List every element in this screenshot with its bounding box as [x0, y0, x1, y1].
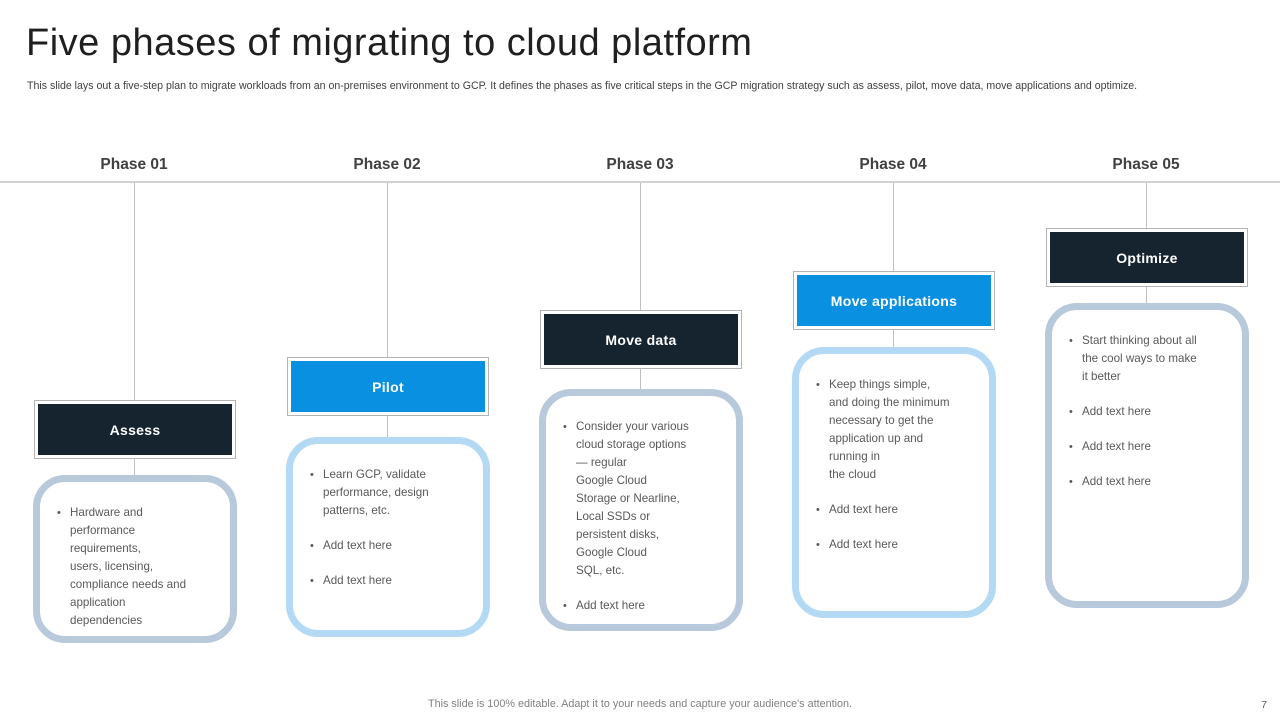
list-item: • Add text here [1065, 438, 1234, 456]
list-item: • Add text here [306, 537, 475, 555]
phase-01-title-box: Assess [34, 400, 236, 459]
phase-04-label: Phase 04 [859, 156, 927, 173]
bullet-icon: • [816, 379, 820, 391]
phase-03-connector [640, 183, 641, 389]
list-item: • Add text here [812, 501, 981, 519]
bullet-icon: • [57, 507, 61, 519]
bullet-icon: • [1069, 335, 1073, 347]
phase-01-title: Assess [38, 404, 232, 455]
bullet-icon: • [1069, 441, 1073, 453]
bullet-icon: • [563, 600, 567, 612]
phase-04-connector [893, 183, 894, 347]
slide-subtitle: This slide lays out a five-step plan to … [27, 80, 1138, 92]
phase-02-label: Phase 02 [353, 156, 421, 173]
bullet-icon: • [310, 540, 314, 552]
list-item: • Add text here [306, 572, 475, 590]
bullet-icon: • [310, 575, 314, 587]
bullet-icon: • [1069, 476, 1073, 488]
bullet-icon: • [310, 469, 314, 481]
bullet-icon: • [563, 421, 567, 433]
footer-note: This slide is 100% editable. Adapt it to… [427, 698, 852, 710]
timeline-axis [0, 181, 1280, 183]
phase-05-label: Phase 05 [1112, 156, 1180, 173]
list-item: • Start thinking about all the cool ways… [1065, 332, 1234, 386]
phase-04-title: Move applications [797, 275, 991, 326]
list-item: • Add text here [1065, 473, 1234, 491]
page-number: 7 [1261, 699, 1267, 711]
phase-03-card: • Consider your various cloud storage op… [539, 389, 743, 631]
list-item: • Learn GCP, validate performance, desig… [306, 466, 475, 520]
phase-01-connector [134, 183, 135, 475]
list-item: • Consider your various cloud storage op… [559, 418, 728, 580]
bullet-icon: • [816, 504, 820, 516]
phase-05-title: Optimize [1050, 232, 1244, 283]
phase-01-label: Phase 01 [100, 156, 168, 173]
phase-04-card: • Keep things simple, and doing the mini… [792, 347, 996, 618]
phase-03-title-box: Move data [540, 310, 742, 369]
list-item: • Keep things simple, and doing the mini… [812, 376, 981, 484]
phase-04-title-box: Move applications [793, 271, 995, 330]
phase-03-label: Phase 03 [606, 156, 674, 173]
list-item: • Add text here [559, 597, 728, 615]
phase-02-connector [387, 183, 388, 437]
bullet-icon: • [1069, 406, 1073, 418]
list-item: • Add text here [812, 536, 981, 554]
list-item: • Hardware and performance requirements,… [53, 504, 222, 630]
phase-05-title-box: Optimize [1046, 228, 1248, 287]
phase-03-title: Move data [544, 314, 738, 365]
phase-01-card: • Hardware and performance requirements,… [33, 475, 237, 643]
phase-02-card: • Learn GCP, validate performance, desig… [286, 437, 490, 637]
phase-05-card: • Start thinking about all the cool ways… [1045, 303, 1249, 608]
list-item: • Add text here [1065, 403, 1234, 421]
page-title: Five phases of migrating to cloud platfo… [26, 22, 753, 64]
phase-02-title-box: Pilot [287, 357, 489, 416]
bullet-icon: • [816, 539, 820, 551]
phase-02-title: Pilot [291, 361, 485, 412]
